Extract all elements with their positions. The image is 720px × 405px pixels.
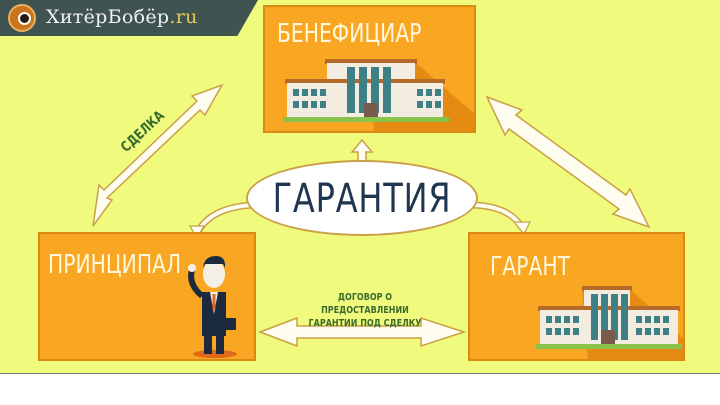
beneficiary-label: БЕНЕФИЦИАР bbox=[277, 19, 422, 49]
guarantor-beneficiary-arrow bbox=[485, 95, 651, 229]
brand-name: ХитёрБобёр.ru bbox=[46, 6, 198, 28]
principal-label: ПРИНЦИПАЛ bbox=[48, 250, 182, 280]
guarantor-label: ГАРАНТ bbox=[490, 252, 570, 282]
contract-label-line2: ГАРАНТИИ ПОД СДЕЛКУ bbox=[308, 318, 422, 329]
deal-arrow bbox=[92, 83, 224, 227]
diagram-canvas: БЕНЕФИЦИАР ПРИНЦИПАЛ bbox=[0, 0, 720, 374]
contract-label-line1: ДОГОВОР О ПРЕДОСТАВЛЕНИИ bbox=[321, 292, 409, 316]
building-icon bbox=[536, 286, 683, 359]
building-icon bbox=[283, 59, 474, 131]
beaver-logo-icon bbox=[8, 4, 36, 32]
brand-bar: ХитёрБобёр.ru bbox=[0, 0, 258, 36]
guarantor-box: ГАРАНТ bbox=[468, 232, 685, 361]
guarantee-title: ГАРАНТИЯ bbox=[272, 176, 452, 222]
contract-arrow bbox=[257, 316, 467, 348]
beneficiary-box: БЕНЕФИЦИАР bbox=[263, 5, 476, 133]
principal-box: ПРИНЦИПАЛ bbox=[38, 232, 256, 361]
contract-label: ДОГОВОР О ПРЕДОСТАВЛЕНИИ ГАРАНТИИ ПОД СД… bbox=[301, 291, 429, 330]
guarantee-ellipse: ГАРАНТИЯ bbox=[246, 160, 478, 236]
arrows-layer bbox=[92, 83, 651, 348]
businessman-icon bbox=[188, 256, 237, 358]
